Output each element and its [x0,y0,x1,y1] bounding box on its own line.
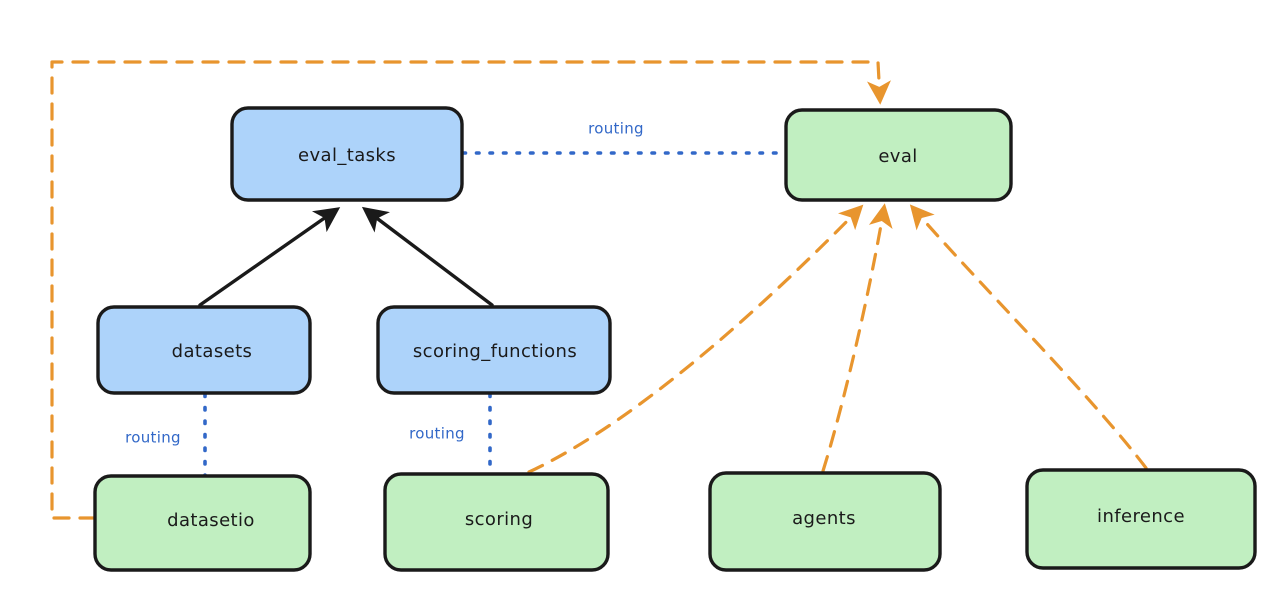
node-eval_tasks-label: eval_tasks [298,145,396,166]
edge-datasetio-to-eval [50,60,891,520]
edge-scoring-to-eval [527,204,864,474]
node-agents[interactable]: agents [708,471,942,572]
node-inference[interactable]: inference [1025,468,1257,570]
edge-datasets-to-eval_tasks [198,207,341,307]
node-datasetio-label: datasetio [167,510,255,531]
node-layer: eval_tasks eval datasets scoring_functio… [93,106,1257,572]
edge-layer [50,60,1148,520]
node-scoring_functions-label: scoring_functions [413,341,577,362]
node-eval_tasks[interactable]: eval_tasks [230,106,464,202]
edge-scoring_functions-to-eval_tasks [361,206,494,307]
node-inference-label: inference [1097,506,1185,527]
edge-inference-to-eval [909,204,1148,470]
edge-label-routing-eval-tasks: routing [588,120,644,138]
edge-agents-to-eval [821,203,893,473]
edge-label-layer: routing routing routing [125,120,644,447]
node-scoring[interactable]: scoring [383,472,610,572]
node-datasetio[interactable]: datasetio [93,474,312,572]
edge-label-routing-scoring-functions: routing [409,425,465,443]
node-scoring_functions[interactable]: scoring_functions [376,305,612,395]
node-datasets[interactable]: datasets [96,305,312,395]
node-eval-label: eval [878,146,917,167]
node-eval[interactable]: eval [784,108,1013,202]
node-datasets-label: datasets [172,341,253,362]
node-agents-label: agents [792,508,856,529]
edge-label-routing-datasets: routing [125,429,181,447]
node-scoring-label: scoring [465,509,533,530]
